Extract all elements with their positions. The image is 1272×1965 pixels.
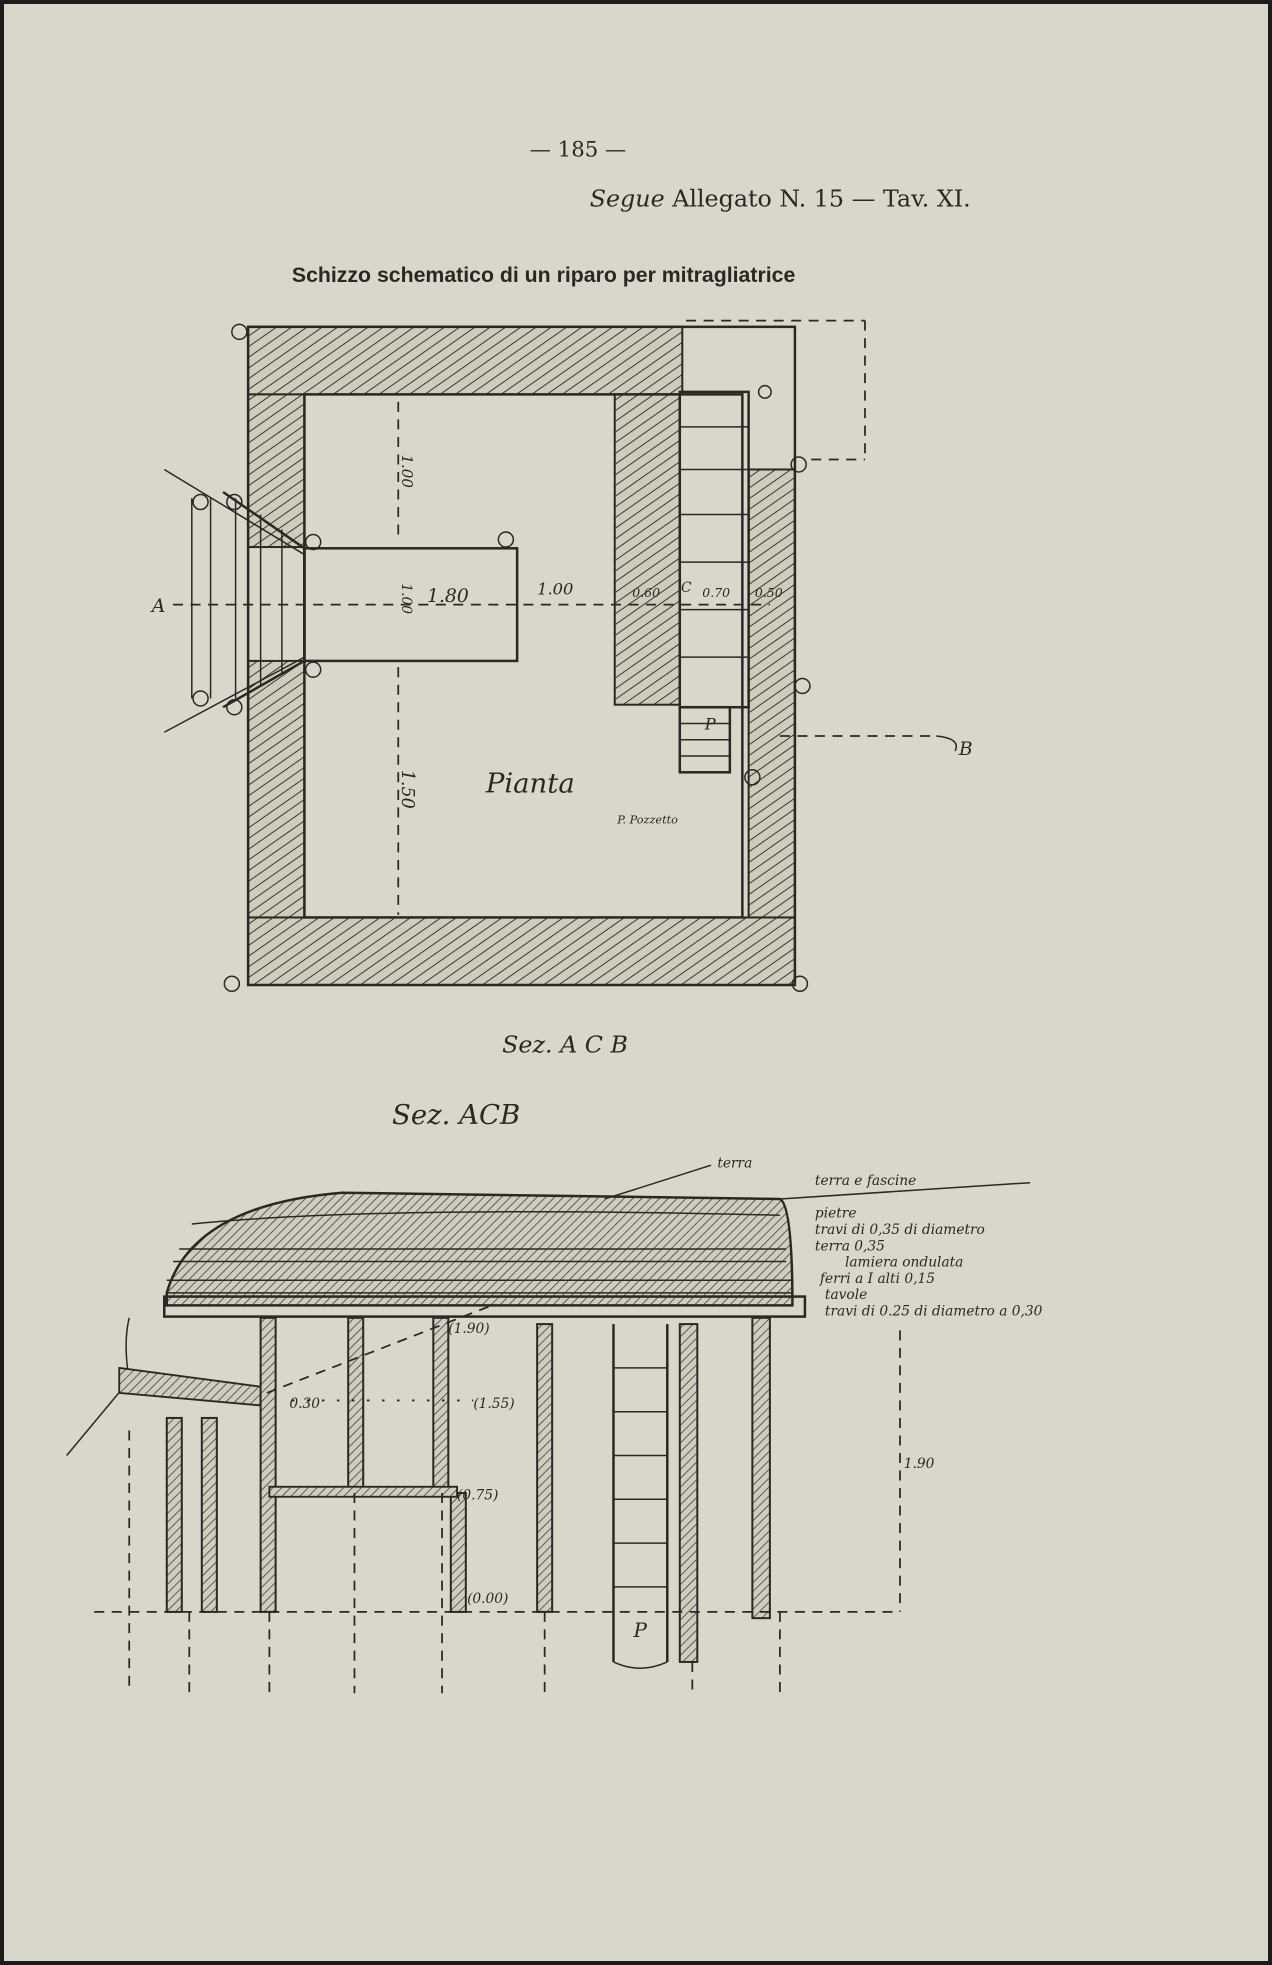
plate-reference: Segue Allegato N. 15 — Tav. XI.	[590, 185, 971, 213]
pozzetto-mark: P	[704, 715, 717, 734]
page-number: — 185 —	[530, 138, 627, 163]
dim-stair-width: 0.70	[702, 585, 730, 600]
layer-labels: terra terra e fascine pietre travi di 0,…	[604, 1156, 1043, 1319]
printed-caption: Sez. A C B	[502, 1031, 628, 1059]
dim-corridor-width: 1.00	[398, 583, 414, 614]
section-title: Sez. ACB	[392, 1099, 520, 1131]
point-a-label: A	[150, 596, 166, 617]
dim-wall-right: 0.50	[755, 585, 783, 600]
label-travi-025: travi di 0.25 di diametro a 0,30	[825, 1303, 1043, 1319]
point-c-label: C	[681, 580, 692, 596]
section-pozzetto-mark: P	[632, 1618, 647, 1642]
level-floor: (0.00)	[467, 1591, 508, 1607]
level-step-offset: 0.30	[289, 1396, 320, 1412]
dim-wall-left: 0.60	[632, 585, 660, 600]
dim-upper-depth: 1.00	[398, 454, 416, 488]
document-page: — 185 — Segue Allegato N. 15 — Tav. XI. …	[4, 4, 1268, 1961]
label-terra-fascine: terra e fascine	[815, 1173, 916, 1189]
label-pietre: pietre	[815, 1206, 857, 1222]
plate-title: Schizzo schematico di un riparo per mitr…	[292, 263, 796, 287]
label-ferri: ferri a I alti 0,15	[819, 1271, 935, 1287]
label-terra: terra	[717, 1156, 752, 1172]
label-travi-035: travi di 0,35 di diametro	[815, 1222, 985, 1238]
level-top: (1.90)	[448, 1321, 489, 1337]
plan-label: Pianta	[485, 767, 575, 799]
steel-beams	[166, 1279, 793, 1294]
label-terra-035: terra 0,35	[815, 1238, 885, 1254]
dim-corridor-length: 1.80	[427, 586, 469, 607]
label-tavole: tavole	[825, 1287, 867, 1303]
dim-lower-depth: 1.50	[397, 770, 417, 809]
dim-gap: 1.00	[537, 580, 573, 599]
label-lamiera: lamiera ondulata	[845, 1255, 963, 1271]
pozzetto-legend: P. Pozzetto	[616, 814, 678, 827]
plate-drawing: — 185 — Segue Allegato N. 15 — Tav. XI. …	[66, 138, 1043, 1694]
section-drawing: P terra terra e fascine pietre travi di …	[66, 1156, 1043, 1694]
level-upper: (1.55)	[473, 1396, 514, 1412]
level-bench: (0.75)	[457, 1487, 498, 1503]
level-height: 1.90	[904, 1456, 935, 1472]
plan-drawing: P A B C 1.00 1.00 1.80 1	[150, 319, 973, 993]
point-b-label: B	[958, 739, 973, 760]
